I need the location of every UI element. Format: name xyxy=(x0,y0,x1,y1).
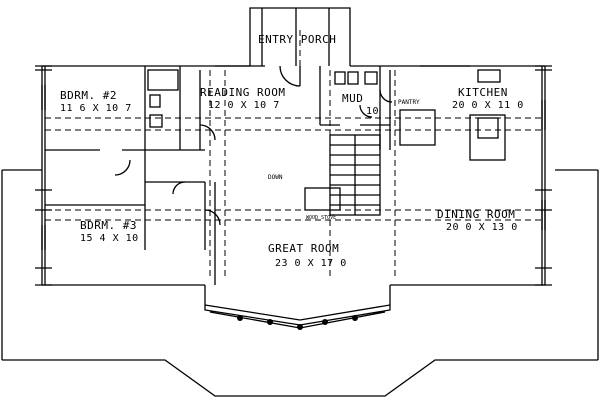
great-room-front xyxy=(204,285,391,329)
kitchen-sink xyxy=(477,69,501,83)
sink xyxy=(149,114,163,128)
bedroom3-label: BDRM. #3 xyxy=(80,219,137,232)
down-label: DOWN xyxy=(268,174,283,181)
beam-lines xyxy=(45,30,542,280)
great-room-dims: 23 0 X 17 0 xyxy=(275,258,347,269)
dining-room-label: DINING ROOM xyxy=(437,208,516,221)
pantry-label: PANTRY xyxy=(398,99,420,106)
bedroom2-label: BDRM. #2 xyxy=(60,89,117,102)
bedroom3-dims: 15 4 X 10 xyxy=(80,233,139,244)
wood-stove xyxy=(304,187,341,211)
deck-post xyxy=(297,324,303,330)
toilet xyxy=(149,94,161,108)
log-ends xyxy=(35,65,552,286)
deck-post xyxy=(322,319,328,325)
deck-outline xyxy=(1,169,599,397)
entry-porch-label: ENTRY PORCH xyxy=(258,33,337,46)
deck-post xyxy=(237,315,243,321)
door-swings xyxy=(114,65,393,226)
kitchen-dims: 20 0 X 11 0 xyxy=(452,100,524,111)
mud-fixture xyxy=(334,71,346,85)
wood-stove-label: WOOD STOVE xyxy=(306,215,337,221)
kitchen-island xyxy=(469,114,506,161)
pantry-counter xyxy=(399,109,436,146)
dining-room-dims: 20 0 X 13 0 xyxy=(446,222,518,233)
reading-room-dims: 12 0 X 10 7 xyxy=(208,100,280,111)
mud-fixture-3 xyxy=(364,71,378,85)
kitchen-label: KITCHEN xyxy=(458,86,508,99)
mud-label: MUD xyxy=(342,92,364,105)
interior-walls xyxy=(45,66,391,285)
entry-porch xyxy=(249,7,351,66)
stair-treads xyxy=(330,135,380,215)
deck-post xyxy=(267,319,273,325)
windows xyxy=(41,65,546,250)
reading-room-label: READING ROOM xyxy=(200,86,286,99)
deck-post xyxy=(352,315,358,321)
range xyxy=(477,117,499,139)
great-room-label: GREAT ROOM xyxy=(268,242,340,255)
tub xyxy=(147,69,179,91)
mud-fixture-2 xyxy=(347,71,359,85)
mud-dims: 10 xyxy=(366,106,380,117)
bedroom2-dims: 11 6 X 10 7 xyxy=(60,103,132,114)
